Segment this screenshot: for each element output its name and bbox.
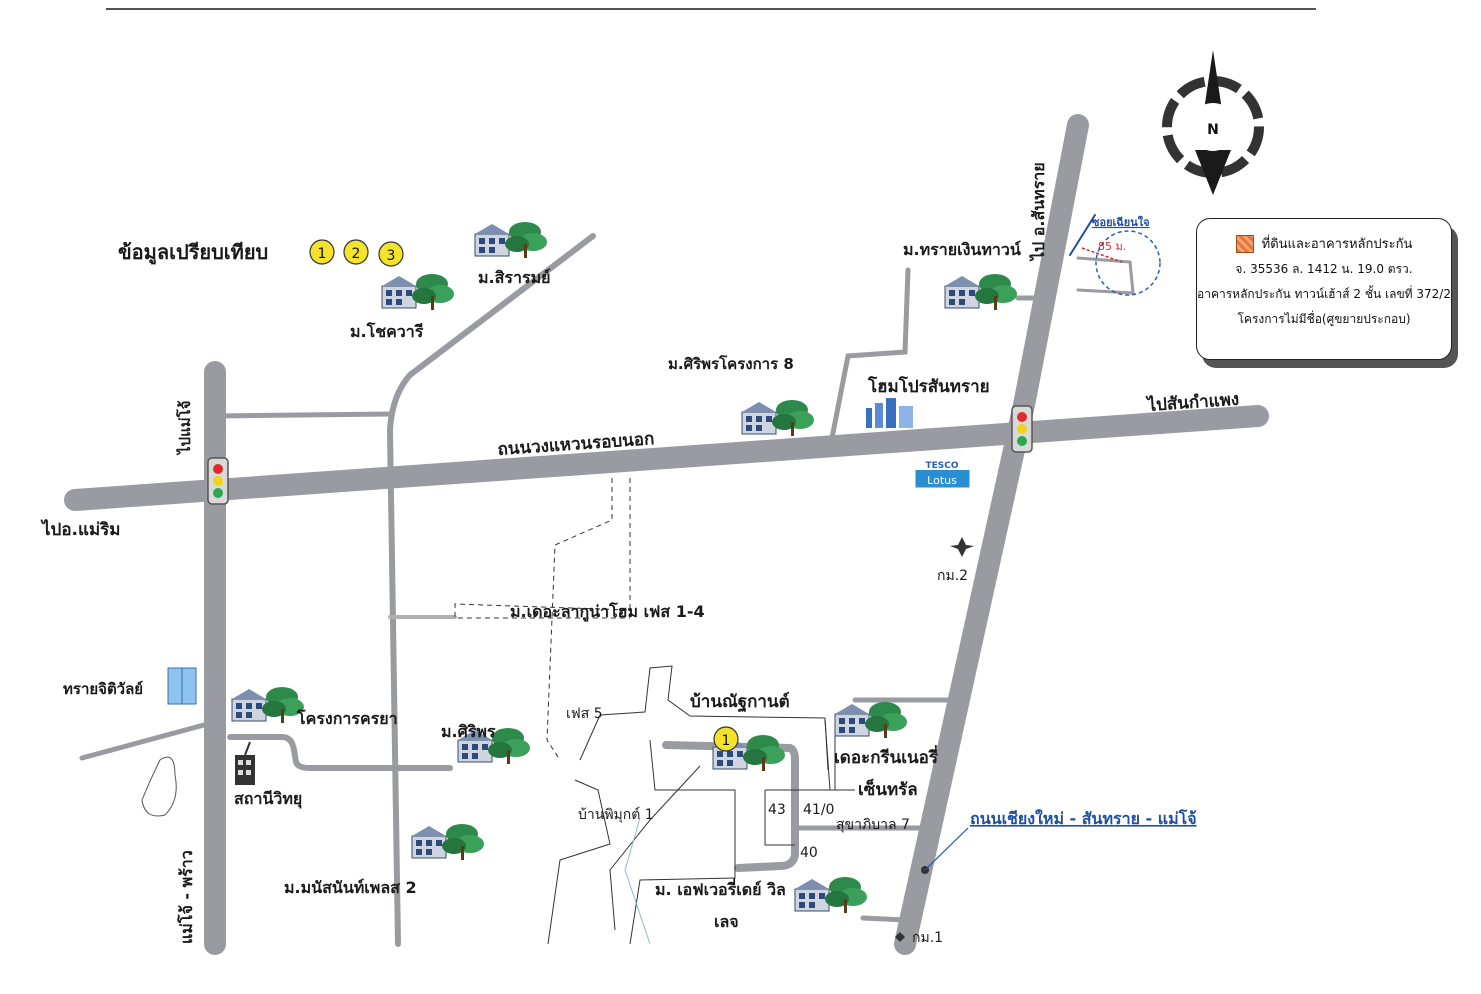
radio-tower-icon	[235, 741, 255, 785]
top-rule	[106, 8, 1316, 10]
svg-text:N: N	[1207, 122, 1219, 138]
village-icon	[794, 876, 868, 914]
label-sai-jiti: ทรายจิติวัลย์	[63, 680, 143, 698]
legend-line-3: โครงการไม่มีชื่อ(ศูขยายประกอบ)	[1237, 312, 1411, 326]
label-lagoon: ม.เดอะลากูน่าโฮม เฟส 1-4	[510, 601, 705, 623]
label-km2: กม.2	[937, 568, 968, 584]
label-everyday-1: ม. เอฟเวอรี่เดย์ วิล	[655, 878, 786, 899]
label-mae-jo-phrao: แม่โจ้ - พร้าว	[176, 850, 196, 944]
label-chotwaree: ม.โชควารี	[350, 321, 424, 341]
label-soi: ซอยเฉียนใจ	[1092, 215, 1150, 229]
traffic-light-icon	[207, 457, 229, 505]
svg-text:TESCO: TESCO	[925, 461, 958, 471]
village-icon	[944, 273, 1018, 311]
label-sirarom: ม.สิรารมย์	[478, 268, 550, 287]
comparison-title: ข้อมูลเปรียบเทียบ	[118, 240, 268, 266]
comparison-marker-1: 1	[309, 239, 335, 265]
label-green-central-2: เซ็นทรัล	[858, 777, 918, 800]
label-plot-410: 41/0	[803, 802, 834, 818]
village-icon	[231, 686, 305, 724]
label-to-san-sai: ไป อ.สันทราย	[1029, 162, 1048, 262]
village-icon	[381, 273, 455, 311]
comparison-marker-3: 3	[378, 241, 404, 267]
km-marker-icon	[895, 932, 905, 942]
svg-text:3: 3	[387, 248, 396, 264]
comparison-marker-2: 2	[343, 239, 369, 265]
label-plot-43: 43	[768, 802, 786, 818]
label-homepro: โฮมโปรสันทราย	[867, 376, 990, 397]
svg-text:1: 1	[722, 733, 731, 749]
label-radio: สถานีวิทยุ	[234, 789, 302, 809]
legend-box: ที่ดินและอาคารหลักประกัน จ. 35536 ล. 141…	[1196, 218, 1452, 360]
village-icon	[411, 823, 485, 861]
label-sukhaphiban: สุขาภิบาล 7	[836, 817, 910, 833]
building-icon	[167, 667, 197, 705]
minor-roads	[79, 214, 1135, 947]
label-ban-phimuk: บ้านพิมุกต์ 1	[578, 806, 654, 823]
legend-title: ที่ดินและอาคารหลักประกัน	[1261, 237, 1413, 252]
label-phase5: เฟส 5	[566, 706, 603, 722]
label-ban-nanthakan: บ้านณัฐกานต์	[690, 691, 790, 713]
svg-text:2: 2	[352, 246, 361, 262]
svg-text:Lotus: Lotus	[927, 474, 957, 487]
building-icon	[866, 398, 913, 428]
label-green-central-1: เดอะกรีนเนอรี่	[834, 745, 939, 768]
subject-radius: 85 ม.	[1081, 230, 1161, 296]
km-marker-icon	[950, 537, 974, 557]
subject-marker: 1	[713, 726, 739, 752]
label-siriporn: ม.ศิริพร	[441, 722, 496, 741]
label-plot-40: 40	[800, 845, 818, 861]
label-to-mae-rim: ไปอ.แม่ริม	[40, 519, 121, 540]
label-to-mae-jo: ไปแม่โจ้	[175, 401, 194, 456]
legend-title-row: ที่ดินและอาคารหลักประกัน	[1197, 233, 1451, 254]
label-manat: ม.มนัสนันท์เพลส 2	[284, 878, 417, 897]
project-boundaries	[454, 478, 855, 945]
svg-text:1: 1	[318, 246, 327, 262]
label-sai-ngoen: ม.ทรายเงินทาวน์	[903, 240, 1021, 259]
road-label-leader	[924, 827, 969, 871]
village-icon	[741, 399, 815, 437]
label-kornya: โครงการครยา	[296, 708, 398, 728]
label-siriporn8: ม.ศิริพรโครงการ 8	[668, 354, 794, 373]
village-icon	[834, 701, 908, 739]
tesco-lotus-logo: TESCO Lotus	[914, 457, 971, 489]
legend-line-1: จ. 35536 ล. 1412 น. 19.0 ตรว.	[1235, 262, 1413, 276]
label-chiang-mai-san-sai-road: ถนนเชียงใหม่ - สันทราย - แม่โจ้	[970, 808, 1197, 828]
north-compass-icon: N	[1162, 50, 1264, 195]
label-km1: กม.1	[912, 930, 943, 946]
label-everyday-2: เลจ	[714, 912, 739, 931]
svg-text:85 ม.: 85 ม.	[1098, 240, 1126, 253]
village-icon	[474, 221, 548, 259]
collateral-swatch-icon	[1235, 234, 1254, 253]
legend-line-2: อาคารหลักประกัน ทาวน์เฮ้าส์ 2 ชั้น เลขที…	[1197, 287, 1451, 301]
traffic-light-icon	[1011, 405, 1033, 453]
pond-outline	[141, 756, 177, 817]
